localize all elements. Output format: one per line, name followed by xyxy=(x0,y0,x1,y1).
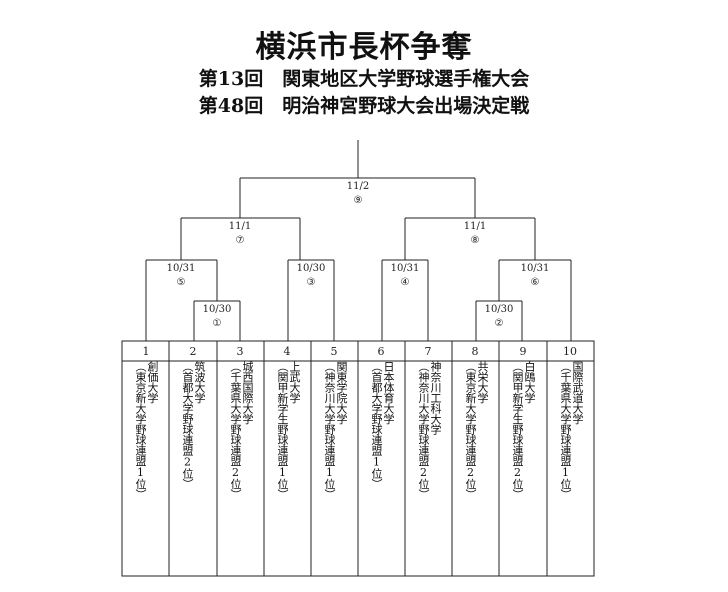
team-league: （神奈川大学野球連盟2位） xyxy=(417,361,430,500)
match-5-date: 10/31 xyxy=(167,263,196,274)
match-1-date: 10/30 xyxy=(203,304,232,315)
match-3-date: 10/30 xyxy=(297,263,326,274)
bracket-lines xyxy=(121,140,595,577)
team-league: （東京新大学野球連盟1位） xyxy=(134,361,147,500)
team-league: （関甲新学生野球連盟1位） xyxy=(276,361,289,500)
subtitle-kanto-championship: 第13回 関東地区大学野球選手権大会 xyxy=(198,68,530,90)
team-name: 筑波大学 xyxy=(193,361,206,403)
team-name: 創価大学 xyxy=(146,361,159,403)
team-number: 6 xyxy=(378,345,385,358)
team-name: 神奈川工科大学 xyxy=(429,361,442,435)
team-cell-2: （首都大学野球連盟2位） 筑波大学 xyxy=(170,361,216,575)
team-number: 8 xyxy=(472,345,479,358)
match-6-date: 10/31 xyxy=(521,263,550,274)
team-league: （関甲新学生野球連盟2位） xyxy=(511,361,524,500)
team-name: 国際武道大学 xyxy=(571,361,584,424)
team-league: （首都大学野球連盟1位） xyxy=(370,361,383,489)
team-cell-7: （神奈川大学野球連盟2位） 神奈川工科大学 xyxy=(406,361,452,575)
team-number: 4 xyxy=(284,345,291,358)
team-cell-4: （関甲新学生野球連盟1位） 上武大学 xyxy=(265,361,311,575)
match-2-number: ② xyxy=(495,318,504,329)
team-league: （東京新大学野球連盟2位） xyxy=(464,361,477,500)
team-name: 城西国際大学 xyxy=(241,361,254,424)
match-4-number: ④ xyxy=(401,277,410,288)
match-1-number: ① xyxy=(213,318,222,329)
team-number: 2 xyxy=(190,345,197,358)
team-cell-5: （神奈川大学野球連盟1位） 関東学院大学 xyxy=(312,361,358,575)
match-9-date: 11/2 xyxy=(347,181,369,192)
team-name: 日本体育大学 xyxy=(382,361,395,424)
match-5-number: ⑤ xyxy=(177,277,186,288)
match-3-number: ③ xyxy=(307,277,316,288)
team-cell-3: （千葉県大学野球連盟2位） 城西国際大学 xyxy=(218,361,264,575)
team-league: （神奈川大学野球連盟1位） xyxy=(323,361,336,500)
tournament-title: 横浜市長杯争奪 xyxy=(255,30,473,65)
team-cell-6: （首都大学野球連盟1位） 日本体育大学 xyxy=(359,361,405,575)
match-9-number: ⑨ xyxy=(354,195,363,206)
match-4-date: 10/31 xyxy=(391,263,420,274)
team-cell-10: （千葉県大学野球連盟1位） 国際武道大学 xyxy=(548,361,594,575)
team-number: 3 xyxy=(237,345,244,358)
match-6-number: ⑥ xyxy=(531,277,540,288)
team-league: （千葉県大学野球連盟2位） xyxy=(229,361,242,500)
team-name: 共栄大学 xyxy=(476,361,489,403)
team-cell-8: （東京新大学野球連盟2位） 共栄大学 xyxy=(453,361,499,575)
team-number: 7 xyxy=(425,345,432,358)
match-8-date: 11/1 xyxy=(464,221,486,232)
team-name: 上武大学 xyxy=(288,361,301,403)
team-cell-9: （関甲新学生野球連盟2位） 白鴎大学 xyxy=(500,361,546,575)
team-number: 1 xyxy=(143,345,150,358)
team-league: （首都大学野球連盟2位） xyxy=(181,361,194,489)
match-2-date: 10/30 xyxy=(485,304,514,315)
team-number: 9 xyxy=(520,345,527,358)
team-name: 関東学院大学 xyxy=(335,361,348,424)
team-number: 5 xyxy=(331,345,338,358)
match-7-date: 11/1 xyxy=(229,221,251,232)
team-number: 10 xyxy=(563,345,577,358)
match-7-number: ⑦ xyxy=(236,235,245,246)
team-cell-1: （東京新大学野球連盟1位） 創価大学 xyxy=(123,361,169,575)
match-8-number: ⑧ xyxy=(471,235,480,246)
subtitle-meiji-jingu-qualifier: 第48回 明治神宮野球大会出場決定戦 xyxy=(198,95,530,117)
team-league: （千葉県大学野球連盟1位） xyxy=(559,361,572,500)
team-name: 白鴎大学 xyxy=(523,361,536,403)
